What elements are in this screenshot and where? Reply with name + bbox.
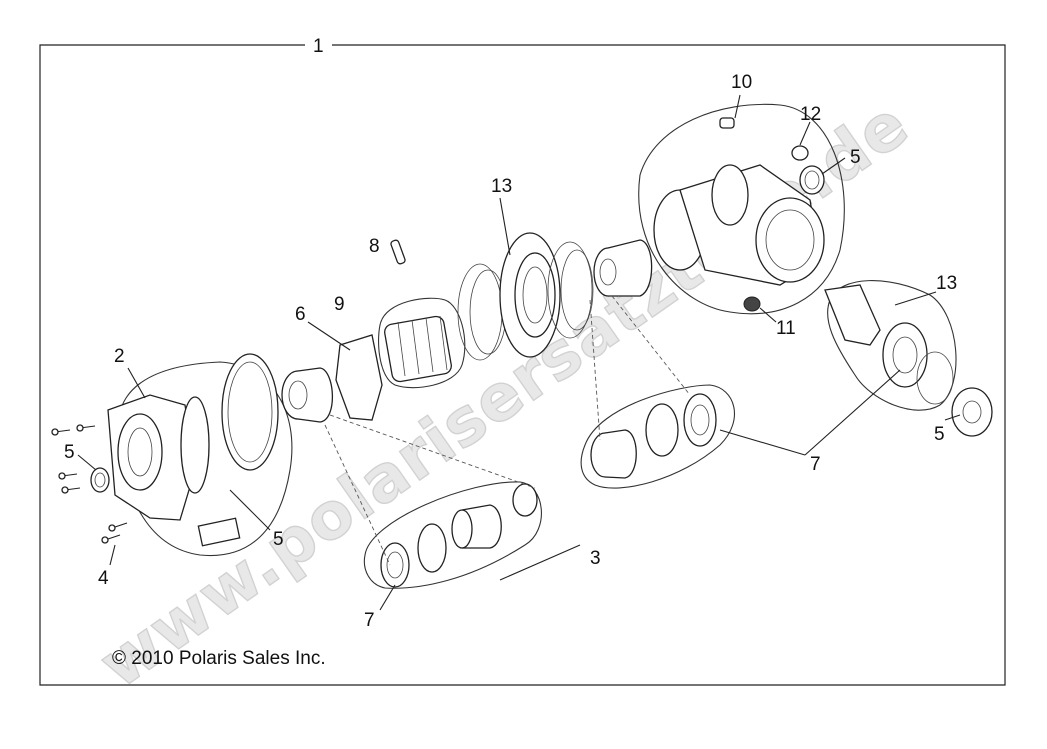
front-housing-bore <box>117 413 163 491</box>
callout-6: 6 <box>295 304 306 325</box>
assembly-frame <box>39 44 1006 686</box>
rear-housing-group <box>638 103 845 315</box>
roller-cage <box>384 315 452 383</box>
callout-11: 11 <box>776 318 796 339</box>
callout-13-gear: 13 <box>491 176 512 197</box>
callout-4: 4 <box>98 568 109 589</box>
seal-5-pinion <box>951 387 993 437</box>
plug-11 <box>743 296 761 312</box>
copyright-notice: © 2010 Polaris Sales Inc. <box>112 648 326 669</box>
rear-housing-outline <box>638 103 845 315</box>
seal-5-rear <box>799 165 825 195</box>
callout-12: 12 <box>800 104 821 125</box>
callout-labels: 1 2 3 4 5 5 5 5 6 7 7 8 9 10 11 12 13 13 <box>64 36 957 631</box>
callout-10: 10 <box>731 72 752 93</box>
front-housing-outline <box>118 361 293 557</box>
pinion-group <box>824 280 993 437</box>
callout-5-rear: 5 <box>850 147 861 168</box>
callout-1: 1 <box>313 36 324 57</box>
front-seal <box>90 467 110 493</box>
pinion-bearing <box>882 322 928 388</box>
housing-screws <box>51 424 128 544</box>
center-bearing <box>593 239 653 297</box>
callout-2: 2 <box>114 346 125 367</box>
pinion-shaft <box>824 284 881 346</box>
callout-3: 3 <box>590 548 601 569</box>
front-housing-group <box>51 353 293 557</box>
wire-connector <box>197 517 241 547</box>
coil-9-group <box>378 239 466 389</box>
bearing-kit-right <box>580 384 736 489</box>
bearing-kit-bottom <box>363 481 542 589</box>
callout-9: 9 <box>334 294 345 315</box>
plug-12 <box>791 145 809 161</box>
callout-13-pinion: 13 <box>936 273 957 294</box>
callout-7-bottom: 7 <box>364 610 375 631</box>
armature-plate <box>335 334 383 421</box>
callout-5-housing: 5 <box>273 529 284 550</box>
front-housing-flange <box>180 396 210 494</box>
pin-8 <box>390 239 406 265</box>
callout-8: 8 <box>369 236 380 257</box>
breather-fitting <box>719 117 735 129</box>
front-housing-snap-ring <box>221 353 279 471</box>
leader-lines <box>77 94 961 611</box>
callout-5-front: 5 <box>64 442 75 463</box>
ring-gear-group <box>457 232 594 361</box>
bearing-6-group <box>281 334 383 423</box>
callout-5-pinion: 5 <box>934 424 945 445</box>
callout-7-right: 7 <box>810 454 821 475</box>
